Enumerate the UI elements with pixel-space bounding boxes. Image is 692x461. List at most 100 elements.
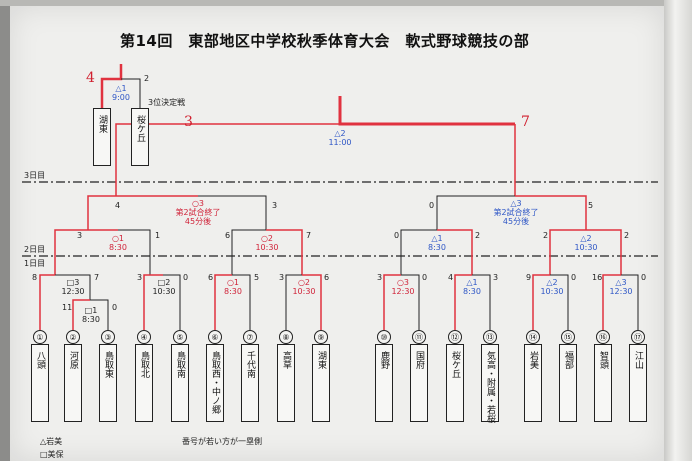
tournament-board [10,6,664,461]
team-box: 桜ケ丘 [446,344,464,422]
third-place-line-right [121,78,141,108]
team-name: 鳥取東 [103,351,113,378]
team-box: 八頭 [31,344,49,422]
r1-c1-a [214,274,232,330]
q2-line-b [266,229,303,275]
semi-right-line-a [436,195,515,230]
final-score-right: 7 [521,114,530,130]
team-number: ⑪ [412,330,426,344]
final-line-mid [338,96,515,126]
team-name: 湖東 [316,351,326,369]
team-number: ④ [137,330,151,344]
team-name: 鳥取北 [139,351,149,378]
team-name: 鹿野 [379,351,389,369]
team-number: ⑩ [377,330,391,344]
team-box: 鳥取南 [171,344,189,422]
legend-2: □美保 [40,450,64,459]
third-place-score-left: 4 [86,70,95,86]
team-number: ⑬ [483,330,497,344]
r1-c3-a [383,274,401,330]
semi-left-line-a [87,195,198,230]
r1-box2-a [143,274,163,330]
r1-game-3-score-b: 0 [183,273,189,282]
team-box: 気高・附属・若桜 [481,344,499,423]
team-box: 河原 [64,344,82,422]
team-box: 高草 [277,344,295,422]
third-place-line-left [100,64,123,108]
third-place-team-left: 湖東 [93,108,111,166]
board-frame-top [0,0,664,6]
final-line-left [115,123,340,196]
semi-left-line-b [198,195,267,230]
team-box: 鹿野 [375,344,393,422]
r1-t2-a [532,274,550,330]
semi-right-line-b [515,195,587,230]
team-number: ⑦ [243,330,257,344]
team-box: 福部 [559,344,577,422]
r1-box3-b [55,274,91,300]
q1-line-b [118,229,151,275]
team-name: 智頭 [598,351,608,369]
r1-game-6-score-a: 3 [377,273,383,282]
r1-game-2-score-a: 11 [62,303,73,312]
r1-game-6-score-b: 0 [422,273,428,282]
r1-c3-b [401,274,420,330]
team-name: 千代南 [245,351,255,378]
r1-t3-a [602,274,621,330]
team-box: 智頭 [594,344,612,422]
third-place-label: 3位決定戦 [148,98,186,107]
day1-label: 1日目 [24,259,46,268]
team-box: 鳥取北 [135,344,153,422]
team-name: 江山 [633,351,643,369]
side-note: 番号が若い方が一塁側 [182,437,262,446]
quarter-4-score-a: 2 [543,231,549,240]
r1-game-1-score-b: 7 [94,273,100,282]
r1-box1-b [90,299,109,330]
r1-game-8-score-a: 9 [526,273,532,282]
q4-line-b [586,229,622,275]
r1-game-7-score-b: 3 [493,273,499,282]
quarter-1-score-b: 1 [155,231,161,240]
q3-line-a [400,229,437,275]
team-number: ⑯ [596,330,610,344]
team-number: ⑤ [173,330,187,344]
r1-t3-b [621,274,639,330]
quarter-3-score-b: 2 [475,231,481,240]
team-name: 桜ケ丘 [450,351,460,378]
team-name: 国府 [414,351,424,369]
team-box: 千代南 [241,344,259,422]
team-box: 鳥取東 [99,344,117,422]
r1-box2-b [163,274,181,330]
team-name: 福部 [563,351,573,369]
semi-right-score-a: 0 [429,201,435,210]
team-name: 気高・附属・若桜 [485,351,495,423]
page-title: 第14回 東部地区中学校秋季体育大会 軟式野球競技の部 [120,32,530,50]
r1-game-3-score-a: 3 [137,273,143,282]
quarter-2-score-b: 7 [306,231,312,240]
team-name: 八頭 [35,351,45,369]
legend-1: △岩美 [40,437,63,446]
team-name: 岩美 [528,351,538,369]
team-name: 河原 [68,351,78,369]
semi-right-score-b: 5 [588,201,594,210]
team-number: ① [33,330,47,344]
q4-line-a [549,229,586,275]
team-number: ⑰ [631,330,645,344]
team-number: ⑧ [279,330,293,344]
team-box: 湖東 [312,344,330,422]
r1-c1-b [232,274,251,330]
quarter-1-score-a: 3 [77,231,83,240]
semi-left-score-a: 4 [115,201,121,210]
